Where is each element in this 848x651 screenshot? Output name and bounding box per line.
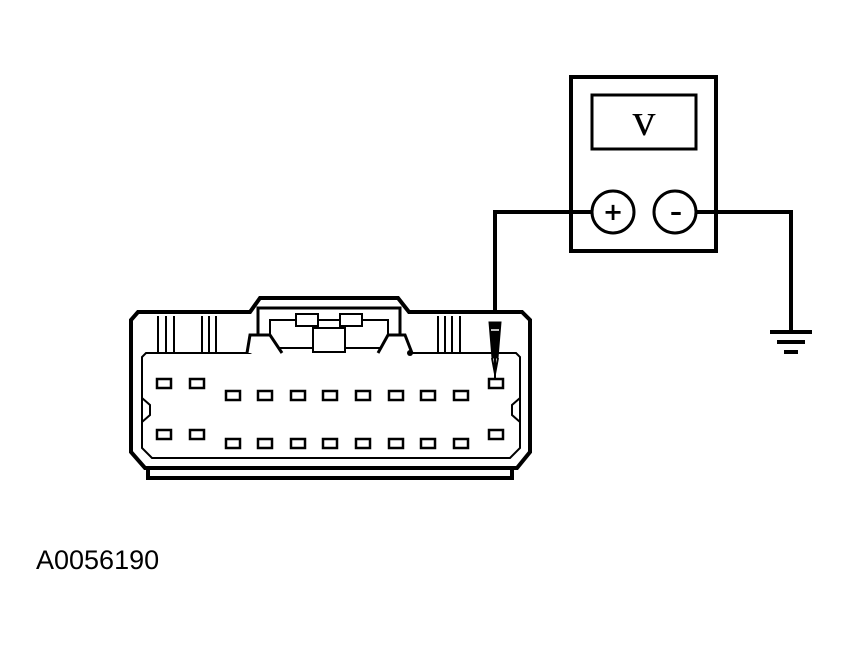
connector-ribs: [157, 316, 461, 353]
latch-lug-right: [339, 313, 363, 327]
pin-cavity: [224, 437, 242, 450]
pin-cavity: [419, 437, 437, 450]
pin-cavity: [256, 437, 274, 450]
negative-test-lead: [696, 210, 793, 332]
pin-cavity: [155, 428, 173, 441]
pin-cavity: [256, 389, 274, 402]
lock-step-right: [376, 333, 414, 354]
pin-cavity: [224, 389, 242, 402]
connector: [129, 296, 532, 480]
latch-block: [312, 327, 346, 353]
pin-cavity: [387, 437, 405, 450]
pin-cavity: [354, 389, 372, 402]
pin-cavity: [188, 377, 206, 390]
left-notch: [141, 397, 151, 423]
pin-cavity: [452, 389, 470, 402]
voltmeter-display: [590, 93, 698, 151]
lock-step-left: [245, 333, 284, 354]
test-probe: [488, 321, 502, 380]
pin-cavity: [155, 377, 173, 390]
pin-cavity: [452, 437, 470, 450]
pin-cavity: [188, 428, 206, 441]
pin-cavity: [289, 389, 307, 402]
pin-cavity: [419, 389, 437, 402]
figure-id: A0056190: [36, 545, 160, 575]
locking-tab: [256, 306, 402, 335]
ground-icon: [770, 330, 812, 354]
pin-cavity: [321, 437, 339, 450]
pin-row-bottom: [155, 428, 505, 450]
pin-cavity: [354, 437, 372, 450]
pin-cavity: [289, 437, 307, 450]
pin-row-top: [155, 377, 505, 402]
voltmeter-display-symbol: v: [633, 94, 656, 145]
voltmeter: v + –: [569, 75, 718, 253]
connector-base: [146, 468, 514, 480]
pin-cavity: [321, 389, 339, 402]
right-notch: [511, 397, 521, 423]
positive-test-lead: [493, 210, 592, 325]
pin-cavity-tested: [487, 377, 505, 390]
pin-cavity: [387, 389, 405, 402]
positive-terminal-symbol: +: [603, 198, 623, 226]
locking-tab-inner: [269, 319, 389, 335]
latch-lug-left: [295, 313, 319, 327]
lock-dot: [407, 350, 413, 356]
negative-terminal-symbol: –: [670, 198, 682, 226]
pin-cavity: [487, 428, 505, 441]
